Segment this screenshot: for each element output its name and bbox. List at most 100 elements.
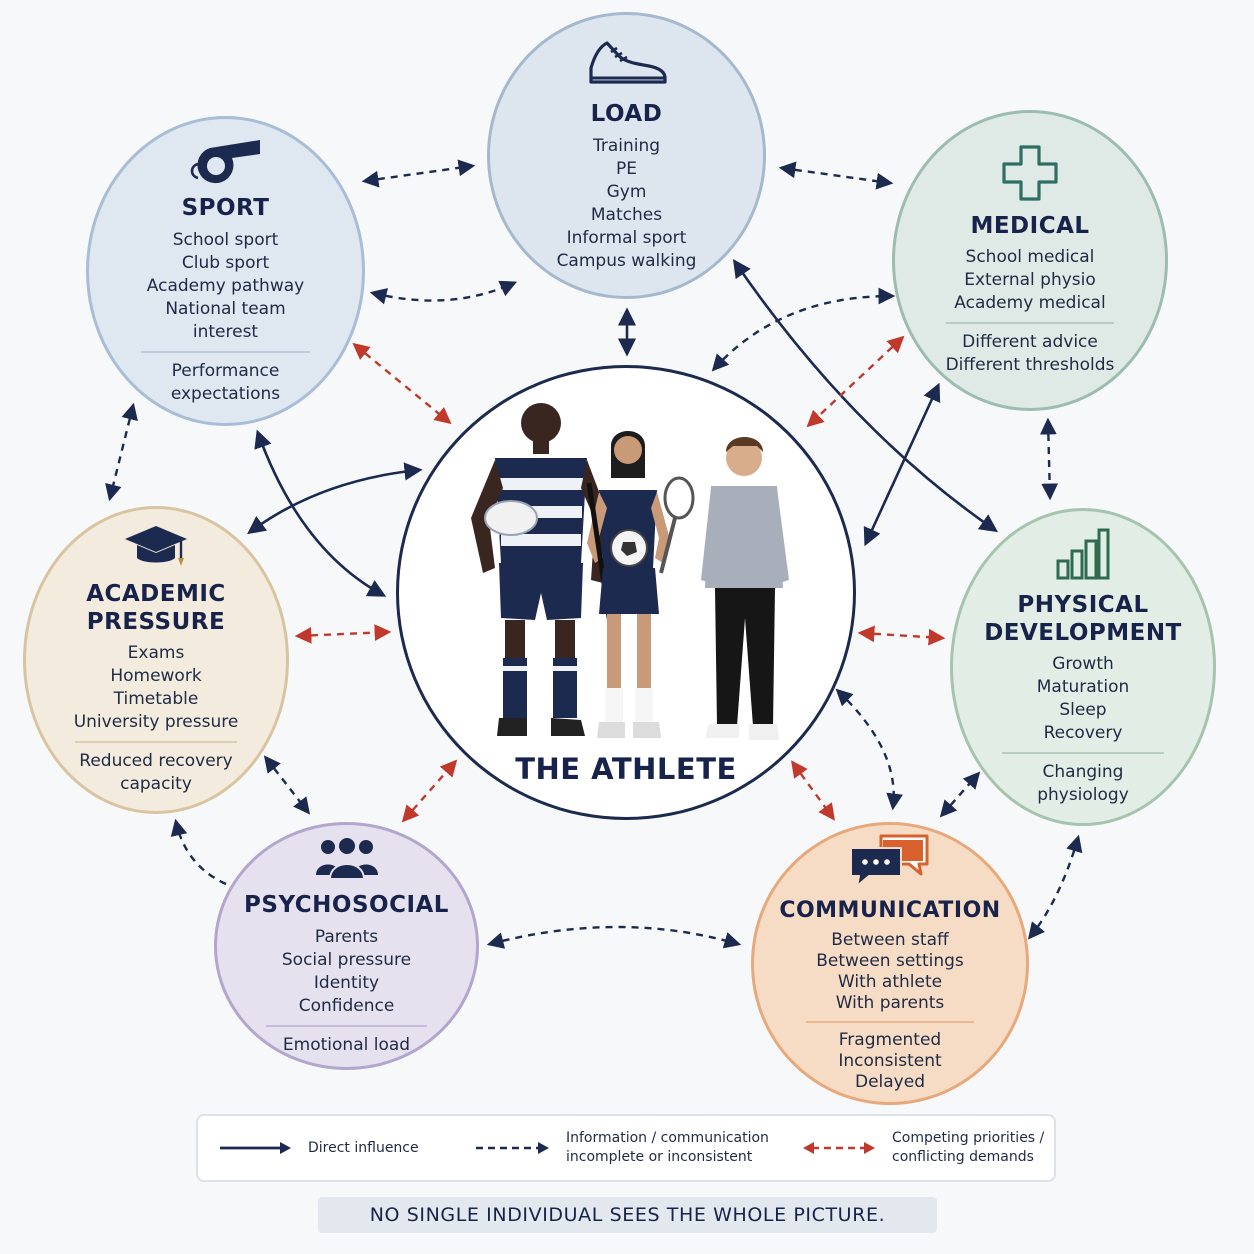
legend-information: Information / communication incomplete o… bbox=[474, 1116, 769, 1180]
node-physical-development: PHYSICAL DEVELOPMENT Growth Maturation S… bbox=[950, 508, 1216, 826]
note-line: Emotional load bbox=[283, 1034, 410, 1057]
legend-direct-influence: Direct influence bbox=[218, 1116, 419, 1180]
arrow-psycho-comm bbox=[490, 927, 738, 944]
arrow-academic-psycho bbox=[266, 758, 308, 812]
arrow-academic-athlete bbox=[250, 470, 419, 532]
list-item: Informal sport bbox=[567, 227, 687, 250]
arrow-medical-athlete-direct bbox=[866, 386, 938, 543]
list-item: External physio bbox=[964, 269, 1096, 292]
divider bbox=[266, 1025, 427, 1027]
node-psychosocial: PSYCHOSOCIAL Parents Social pressure Ide… bbox=[214, 822, 479, 1070]
list-item: With parents bbox=[836, 993, 945, 1014]
note-line: Reduced recovery bbox=[79, 750, 232, 773]
list-item: School medical bbox=[966, 246, 1095, 269]
node-title: PSYCHOSOCIAL bbox=[244, 891, 449, 919]
node-items: School medical External physio Academy m… bbox=[954, 246, 1105, 315]
arrow-medical-physical bbox=[1048, 421, 1050, 497]
node-title: ACADEMIC PRESSURE bbox=[86, 580, 226, 636]
note-line: Fragmented bbox=[839, 1030, 941, 1051]
divider bbox=[1002, 752, 1163, 754]
node-title: COMMUNICATION bbox=[779, 898, 1000, 925]
note-line: Delayed bbox=[855, 1072, 925, 1093]
node-items: Between staff Between settings With athl… bbox=[816, 930, 964, 1014]
list-item: Training bbox=[593, 135, 660, 158]
bar-chart-icon bbox=[1055, 527, 1111, 585]
node-items: Parents Social pressure Identity Confide… bbox=[282, 926, 411, 1018]
arrow-physical-comm bbox=[1030, 838, 1078, 937]
node-medical: MEDICAL School medical External physio A… bbox=[892, 110, 1168, 411]
arrow-medical-athlete bbox=[714, 296, 892, 369]
footer-banner: NO SINGLE INDIVIDUAL SEES THE WHOLE PICT… bbox=[318, 1197, 937, 1233]
red-dashed-double-arrow-icon bbox=[802, 1141, 876, 1155]
hockey-player-figure bbox=[587, 431, 693, 738]
list-item: Timetable bbox=[114, 688, 199, 711]
student-figure bbox=[701, 437, 789, 740]
divider bbox=[806, 1021, 975, 1023]
node-title: LOAD bbox=[591, 100, 663, 128]
node-notes: Fragmented Inconsistent Delayed bbox=[838, 1030, 941, 1093]
note-line: Inconsistent bbox=[838, 1051, 941, 1072]
list-item: Sleep bbox=[1059, 699, 1106, 722]
graduation-cap-icon bbox=[123, 524, 189, 574]
sneaker-icon bbox=[585, 38, 669, 94]
note-line: Different thresholds bbox=[946, 354, 1115, 377]
legend-competing-priorities: Competing priorities / conflicting deman… bbox=[802, 1116, 1044, 1180]
divider bbox=[946, 322, 1113, 324]
node-title: SPORT bbox=[182, 194, 270, 222]
node-notes: Emotional load bbox=[283, 1034, 410, 1057]
list-item: Matches bbox=[591, 204, 662, 227]
list-item: University pressure bbox=[74, 711, 239, 734]
node-items: Training PE Gym Matches Informal sport C… bbox=[557, 135, 697, 273]
legend-label: Direct influence bbox=[308, 1139, 419, 1158]
athletes-photo bbox=[399, 368, 853, 817]
list-item: Identity bbox=[314, 972, 379, 995]
note-line: expectations bbox=[171, 383, 280, 406]
list-item: Recovery bbox=[1044, 722, 1123, 745]
medical-cross-icon bbox=[1001, 144, 1059, 206]
arrow-comm-physical bbox=[942, 774, 978, 815]
people-group-icon bbox=[314, 835, 380, 885]
list-item: interest bbox=[193, 321, 258, 344]
list-item: With athlete bbox=[838, 972, 942, 993]
node-academic-pressure: ACADEMIC PRESSURE Exams Homework Timetab… bbox=[23, 506, 289, 814]
arrow-load-medical bbox=[782, 168, 890, 183]
node-items: Growth Maturation Sleep Recovery bbox=[1037, 653, 1130, 745]
list-item: PE bbox=[616, 158, 637, 181]
list-item: Academy medical bbox=[954, 292, 1105, 315]
arrow-sport-inner bbox=[373, 283, 514, 301]
arrow-academic-athlete-competing bbox=[298, 632, 388, 636]
note-line: capacity bbox=[120, 773, 192, 796]
list-item: Campus walking bbox=[557, 250, 697, 273]
note-line: Performance bbox=[172, 360, 280, 383]
solid-arrow-icon bbox=[218, 1141, 292, 1155]
list-item: Between staff bbox=[831, 930, 948, 951]
chat-bubbles-icon bbox=[849, 834, 931, 892]
legend: Direct influence Information / communica… bbox=[196, 1114, 1056, 1182]
list-item: Growth bbox=[1052, 653, 1114, 676]
divider bbox=[141, 351, 310, 353]
list-item: National team bbox=[165, 298, 285, 321]
node-notes: Different advice Different thresholds bbox=[946, 331, 1115, 377]
arrow-psycho-academic bbox=[176, 822, 226, 884]
node-items: Exams Homework Timetable University pres… bbox=[74, 642, 239, 734]
node-items: School sport Club sport Academy pathway … bbox=[147, 229, 304, 344]
list-item: Between settings bbox=[816, 951, 964, 972]
list-item: Club sport bbox=[182, 252, 269, 275]
arrow-athlete-physical-competing bbox=[861, 633, 942, 638]
arrow-sport-load bbox=[365, 166, 472, 181]
list-item: Parents bbox=[315, 926, 378, 949]
node-notes: Reduced recovery capacity bbox=[79, 750, 232, 796]
list-item: Exams bbox=[128, 642, 185, 665]
note-line: Different advice bbox=[962, 331, 1098, 354]
dashed-arrow-icon bbox=[474, 1141, 550, 1155]
athlete-center: THE ATHLETE bbox=[396, 365, 856, 820]
list-item: School sport bbox=[173, 229, 279, 252]
node-load: LOAD Training PE Gym Matches Informal sp… bbox=[487, 12, 766, 299]
list-item: Confidence bbox=[299, 995, 395, 1018]
node-title: MEDICAL bbox=[970, 212, 1089, 240]
list-item: Academy pathway bbox=[147, 275, 304, 298]
whistle-icon bbox=[186, 136, 266, 188]
node-notes: Performance expectations bbox=[171, 360, 280, 406]
node-title: PHYSICAL DEVELOPMENT bbox=[984, 591, 1182, 647]
arrow-sport-academic bbox=[110, 406, 133, 498]
